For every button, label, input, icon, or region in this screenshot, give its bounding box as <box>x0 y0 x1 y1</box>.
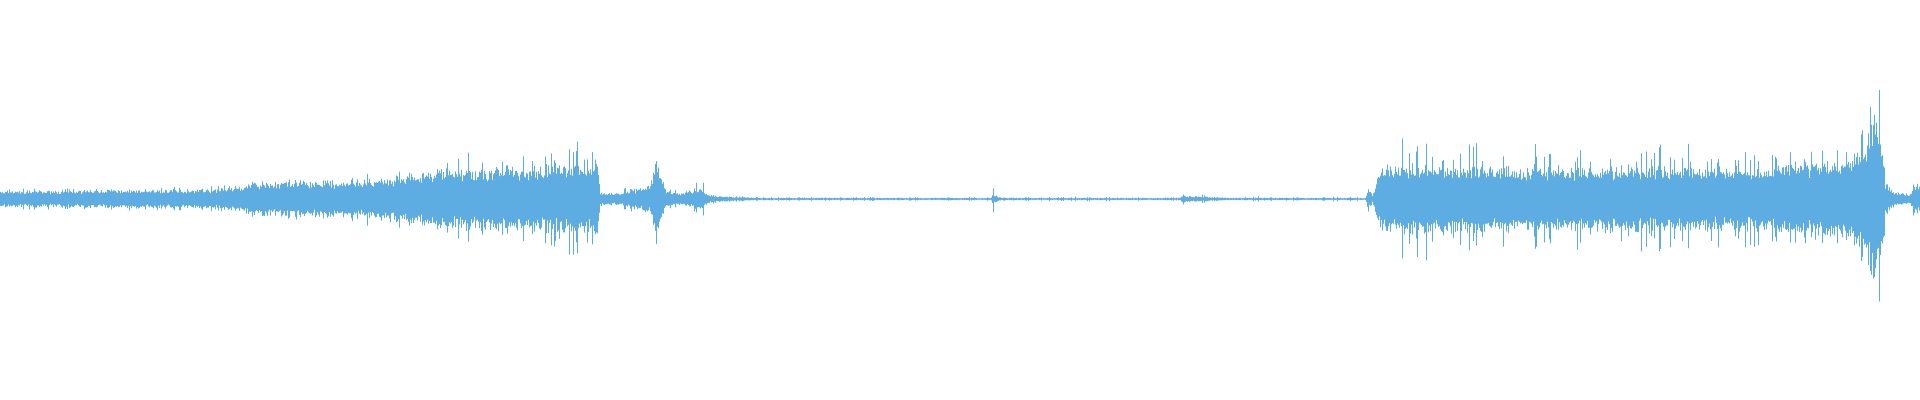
waveform-bars <box>0 89 1920 302</box>
waveform-path <box>0 89 1920 302</box>
